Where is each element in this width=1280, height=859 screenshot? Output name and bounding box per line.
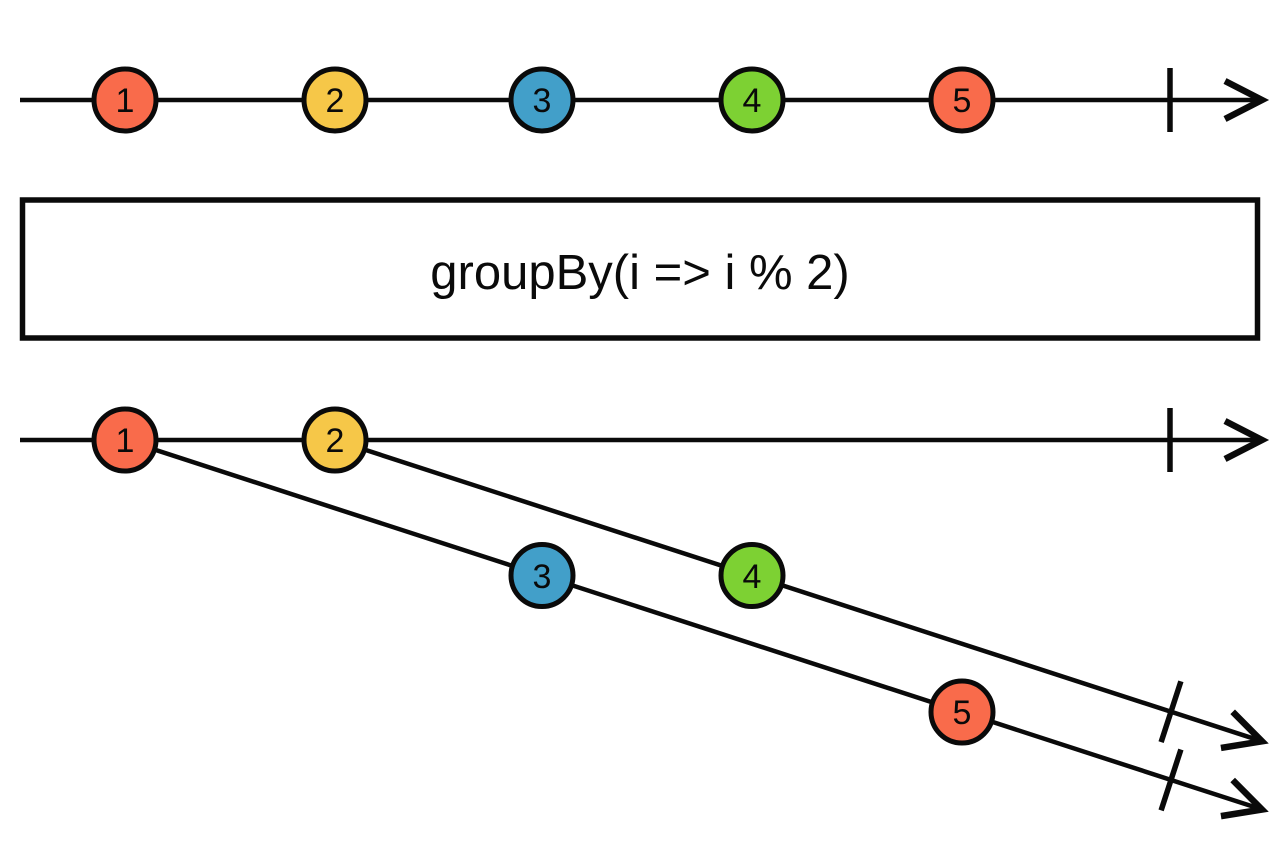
odd-group-completion-tick: [1158, 748, 1184, 812]
input-marble-3: 3: [508, 66, 576, 134]
even-group-arrowhead-icon: [1220, 709, 1269, 752]
operator-label: groupBy(i => i % 2): [430, 246, 849, 300]
marble-value: 5: [953, 694, 972, 732]
input-arrowhead-icon: [1223, 78, 1270, 122]
operator-box: [19, 197, 1261, 341]
marble-value: 3: [533, 558, 552, 596]
even-group-line: [334, 437, 1257, 742]
marble-circle: [718, 542, 786, 610]
output-arrowhead-icon: [1223, 418, 1270, 462]
marble-circle: [301, 406, 369, 474]
odd-group-arrowhead-icon: [1220, 777, 1269, 820]
marble-value: 4: [743, 558, 762, 596]
odd-group-line: [124, 437, 1257, 810]
input-marble-1: 1: [91, 66, 159, 134]
output-stream: 1 2 3 5 4: [20, 406, 1270, 820]
even-group-completion-tick: [1158, 680, 1184, 744]
marble-value: 2: [326, 422, 345, 460]
marble-circle: [91, 406, 159, 474]
marble-value: 1: [116, 422, 135, 460]
marble-value: 2: [326, 82, 345, 120]
odd-group-marble-3: 3: [508, 542, 576, 610]
marble-circle: [928, 678, 996, 746]
output-marble-1: 1: [91, 406, 159, 474]
marble-value: 1: [116, 82, 135, 120]
marble-circle: [508, 66, 576, 134]
input-marble-4: 4: [718, 66, 786, 134]
marble-circle: [508, 542, 576, 610]
operator-section: groupBy(i => i % 2): [19, 197, 1261, 341]
output-marble-2: 2: [301, 406, 369, 474]
marble-circle: [928, 66, 996, 134]
marble-circle: [91, 66, 159, 134]
odd-group-marble-5: 5: [928, 678, 996, 746]
marble-value: 5: [953, 82, 972, 120]
even-group-marble-4: 4: [718, 542, 786, 610]
marble-value: 3: [533, 82, 552, 120]
input-marble-2: 2: [301, 66, 369, 134]
input-stream: 1 2 3 4 5: [20, 66, 1270, 134]
marble-value: 4: [743, 82, 762, 120]
marble-circle: [718, 66, 786, 134]
input-marble-5: 5: [928, 66, 996, 134]
marble-circle: [301, 66, 369, 134]
